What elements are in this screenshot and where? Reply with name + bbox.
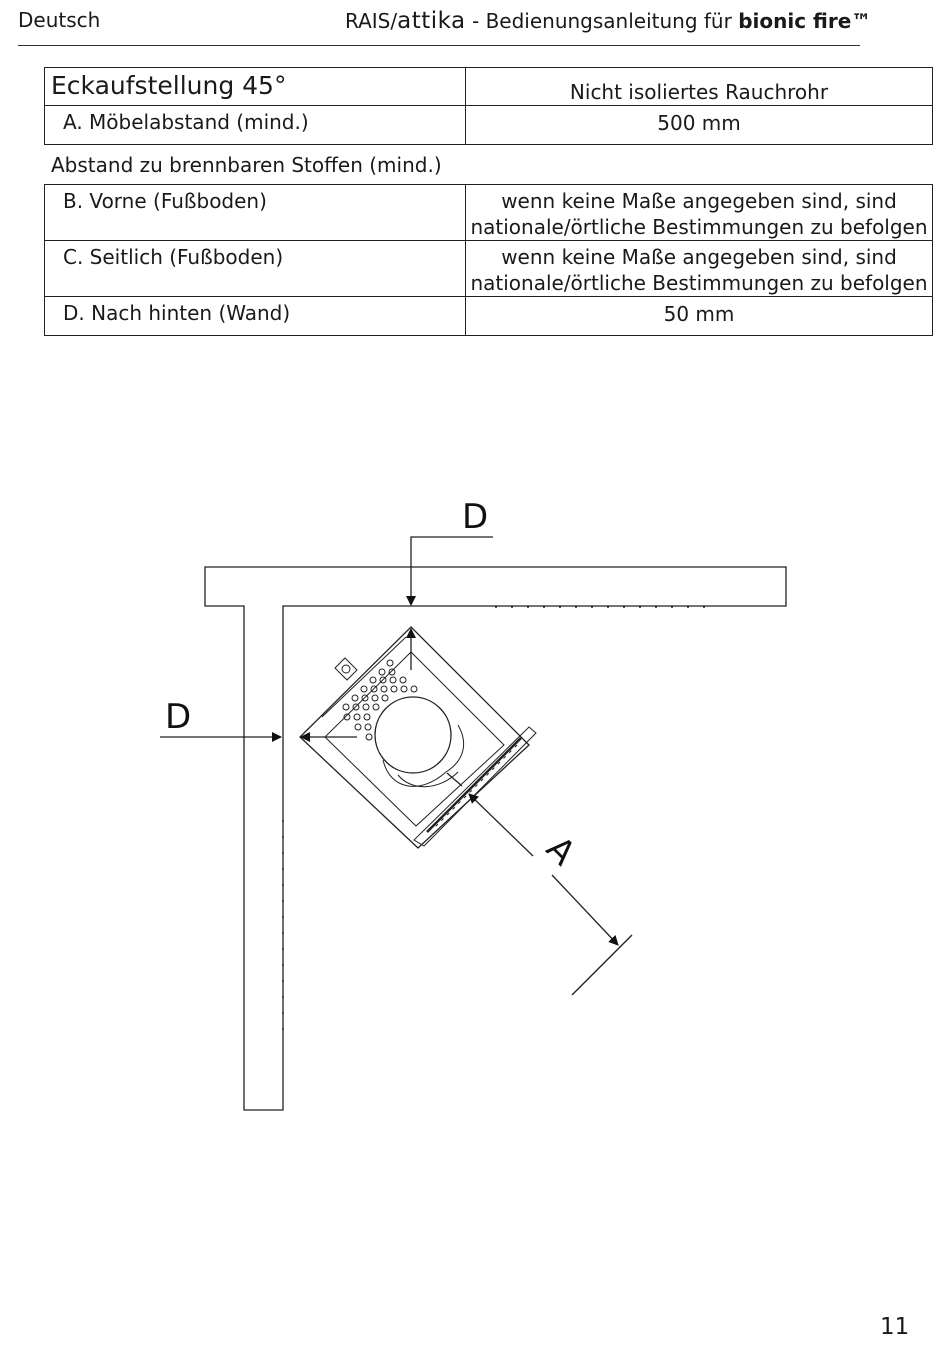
brand-attika: attika: [397, 8, 466, 34]
header-title: RAIS/attika - Bedienungsanleitung für bi…: [345, 8, 871, 34]
page-number: 11: [880, 1314, 910, 1340]
row-a-value: 500 mm: [657, 111, 741, 135]
table-row: B. Vorne (Fußboden) wenn keine Maße ange…: [44, 184, 933, 241]
dimension-d-top: [406, 536, 493, 670]
row-c-label: C. Seitlich (Fußboden): [63, 245, 284, 269]
corner-installation-diagram: D D A: [160, 497, 787, 1111]
table-title: Eckaufstellung 45°: [51, 71, 287, 100]
clearance-table-top: Eckaufstellung 45° Nicht isoliertes Rauc…: [44, 67, 933, 145]
column-header: Nicht isoliertes Rauchrohr: [569, 80, 829, 104]
table-header-row: Eckaufstellung 45° Nicht isoliertes Rauc…: [44, 67, 933, 106]
row-d-value: 50 mm: [663, 302, 735, 326]
row-b-label-cell: B. Vorne (Fußboden): [44, 184, 466, 241]
row-c-value-line2: nationale/örtliche Bestimmungen zu befol…: [470, 271, 928, 295]
label-a: A: [538, 829, 583, 874]
product-name: bionic fire™: [738, 9, 872, 33]
clearance-table-bottom: B. Vorne (Fußboden) wenn keine Maße ange…: [44, 184, 933, 336]
row-a-label-cell: A. Möbelabstand (mind.): [44, 105, 466, 145]
column-header-cell: Nicht isoliertes Rauchrohr: [465, 67, 933, 106]
table-row: C. Seitlich (Fußboden) wenn keine Maße a…: [44, 240, 933, 297]
table-title-cell: Eckaufstellung 45°: [44, 67, 466, 106]
corner-wall: [204, 566, 787, 1111]
row-d-value-cell: 50 mm: [465, 296, 933, 336]
table-row: D. Nach hinten (Wand) 50 mm: [44, 296, 933, 336]
stove-outline: [299, 626, 537, 849]
row-b-label: B. Vorne (Fußboden): [63, 189, 267, 213]
row-b-value-line2: nationale/örtliche Bestimmungen zu befol…: [470, 215, 928, 239]
table-row: A. Möbelabstand (mind.) 500 mm: [44, 105, 933, 145]
header-subtitle: - Bedienungsanleitung für: [465, 9, 739, 33]
label-d-top: D: [462, 497, 488, 537]
table-subheading: Abstand zu brennbaren Stoffen (mind.): [51, 153, 442, 177]
dimension-a: [446, 772, 633, 996]
header-divider: [18, 45, 860, 46]
row-c-value-line1: wenn keine Maße angegeben sind, sind: [501, 245, 897, 269]
row-d-label-cell: D. Nach hinten (Wand): [44, 296, 466, 336]
header-language: Deutsch: [18, 8, 101, 32]
row-c-label-cell: C. Seitlich (Fußboden): [44, 240, 466, 297]
row-a-value-cell: 500 mm: [465, 105, 933, 145]
row-d-label: D. Nach hinten (Wand): [63, 301, 291, 325]
label-d-left: D: [165, 697, 191, 737]
brand-rais: RAIS/: [345, 9, 398, 33]
row-b-value-line1: wenn keine Maße angegeben sind, sind: [501, 189, 897, 213]
row-a-label: A. Möbelabstand (mind.): [63, 110, 309, 134]
